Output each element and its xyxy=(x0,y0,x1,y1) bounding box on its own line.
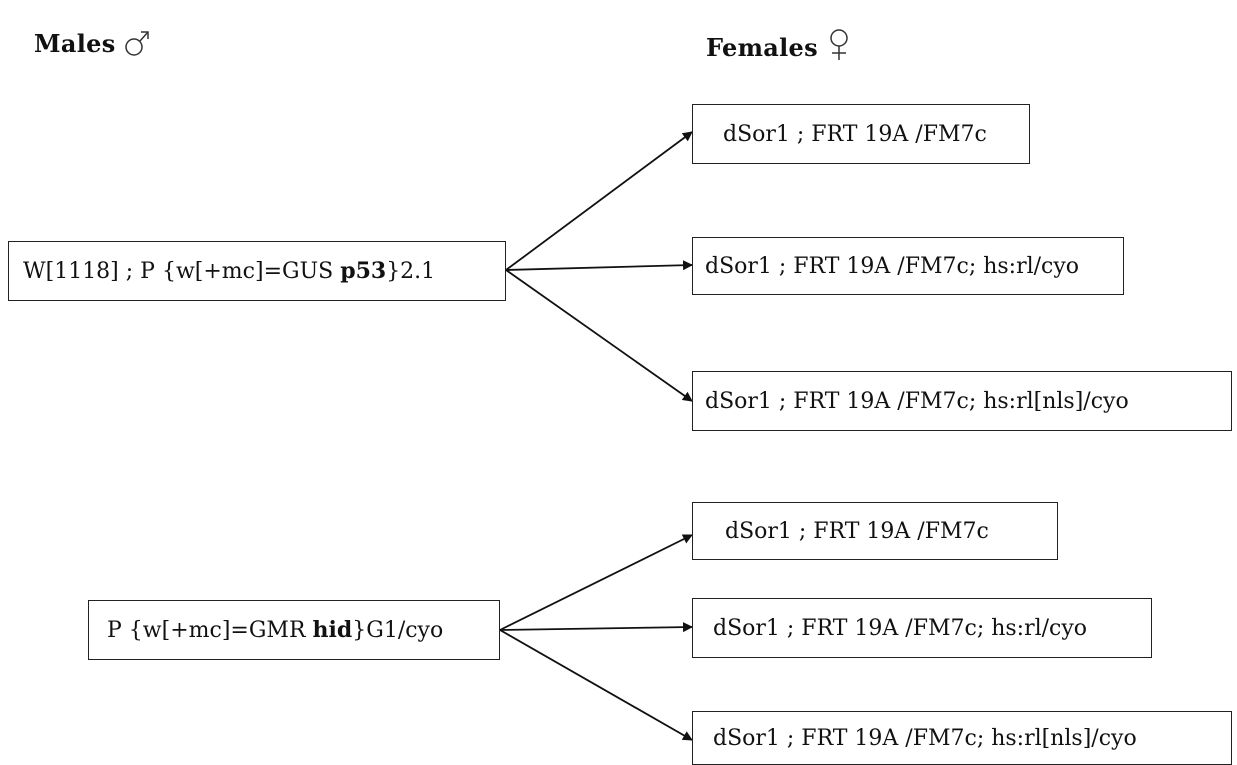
arrow-m1-f3 xyxy=(505,269,693,402)
female-genotype-label-4: dSor1 ; FRT 19A /FM7c xyxy=(725,518,989,544)
arrow-m1-f1 xyxy=(505,131,693,271)
male-genotype-hid: P {w[+mc]=GMR hid}G1/cyo xyxy=(88,600,500,660)
female-genotype-label-5: dSor1 ; FRT 19A /FM7c; hs:rl/cyo xyxy=(713,615,1088,641)
female-genotype-box-2: dSor1 ; FRT 19A /FM7c; hs:rl/cyo xyxy=(692,237,1124,295)
female-genotype-box-3: dSor1 ; FRT 19A /FM7c; hs:rl[nls]/cyo xyxy=(692,371,1232,431)
arrow-m2-f6 xyxy=(499,629,693,741)
female-genotype-box-1: dSor1 ; FRT 19A /FM7c xyxy=(692,104,1030,164)
female-genotype-box-4: dSor1 ; FRT 19A /FM7c xyxy=(692,502,1058,560)
female-genotype-label-3: dSor1 ; FRT 19A /FM7c; hs:rl[nls]/cyo xyxy=(705,388,1129,414)
male-genotype-p53: W[1118] ; P {w[+mc]=GUS p53}2.1 xyxy=(8,241,506,301)
male-symbol-icon xyxy=(124,28,152,64)
females-heading: Females xyxy=(706,28,852,68)
females-heading-label: Females xyxy=(706,33,818,62)
female-genotype-box-5: dSor1 ; FRT 19A /FM7c; hs:rl/cyo xyxy=(692,598,1152,658)
male-genotype-hid-pre: P {w[+mc]=GMR xyxy=(107,617,313,643)
male-genotype-hid-post: }G1/cyo xyxy=(352,617,444,643)
female-symbol-icon xyxy=(826,28,852,68)
male-genotype-p53-post: }2.1 xyxy=(386,258,436,284)
female-genotype-box-6: dSor1 ; FRT 19A /FM7c; hs:rl[nls]/cyo xyxy=(692,711,1232,765)
males-heading: Males xyxy=(34,28,152,64)
males-heading-label: Males xyxy=(34,29,116,58)
female-genotype-label-6: dSor1 ; FRT 19A /FM7c; hs:rl[nls]/cyo xyxy=(713,725,1137,751)
male-genotype-hid-gene: hid xyxy=(312,617,353,643)
female-genotype-label-2: dSor1 ; FRT 19A /FM7c; hs:rl/cyo xyxy=(705,253,1080,279)
male-genotype-p53-pre: W[1118] ; P {w[+mc]=GUS xyxy=(23,258,341,284)
arrow-m1-f2 xyxy=(505,260,693,271)
arrow-m2-f5 xyxy=(499,622,693,633)
male-genotype-p53-gene: p53 xyxy=(340,258,387,284)
arrow-m2-f4 xyxy=(499,534,693,631)
female-genotype-label-1: dSor1 ; FRT 19A /FM7c xyxy=(723,121,987,147)
